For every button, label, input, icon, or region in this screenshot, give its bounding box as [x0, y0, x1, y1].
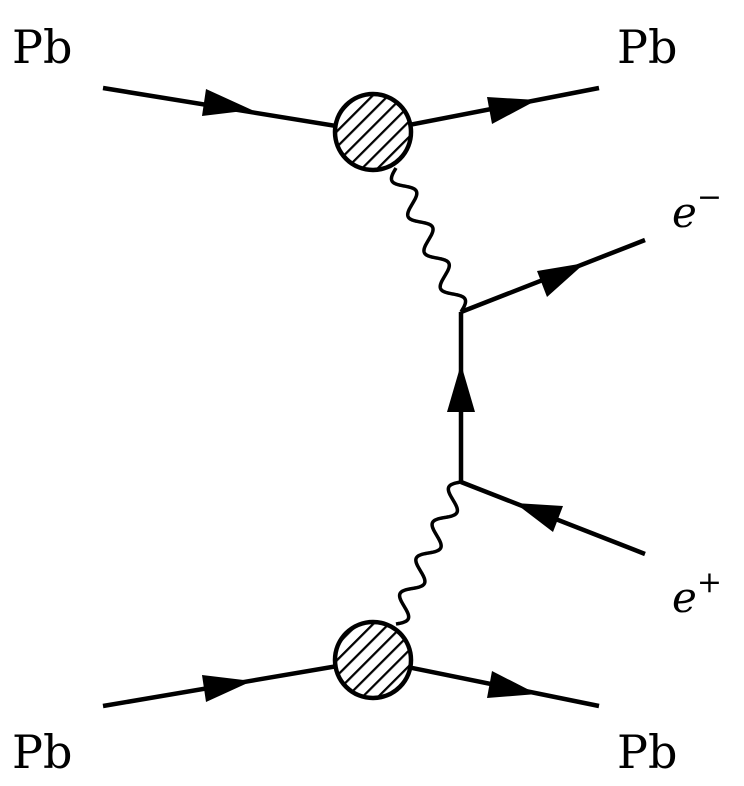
pb-top-outgoing-arrow — [487, 97, 537, 124]
label-positron-charge: + — [697, 565, 722, 600]
label-pb-bottom-right: Pb — [617, 725, 677, 779]
label-pb-bottom-left: Pb — [12, 725, 72, 779]
label-positron: e+ — [672, 565, 722, 622]
label-electron-symbol: e — [672, 188, 697, 237]
pb-top-form-factor-blob — [332, 91, 414, 173]
pb-bottom-incoming-arrow — [202, 675, 252, 702]
pb-bottom-outgoing-arrow — [487, 671, 537, 698]
pb-top-incoming-arrow — [202, 89, 252, 116]
positron-arrow — [515, 503, 563, 532]
label-pb-top-right: Pb — [617, 20, 677, 74]
label-pb-top-left: Pb — [12, 20, 72, 74]
fermion-propagator-arrow — [447, 364, 475, 412]
label-positron-symbol: e — [672, 573, 697, 622]
pb-bottom-form-factor-blob — [332, 619, 414, 701]
label-electron: e− — [672, 180, 722, 237]
label-electron-charge: − — [697, 180, 722, 215]
photon-top-line — [389, 167, 468, 313]
electron-arrow — [537, 263, 585, 297]
photon-bottom-line — [395, 480, 462, 626]
